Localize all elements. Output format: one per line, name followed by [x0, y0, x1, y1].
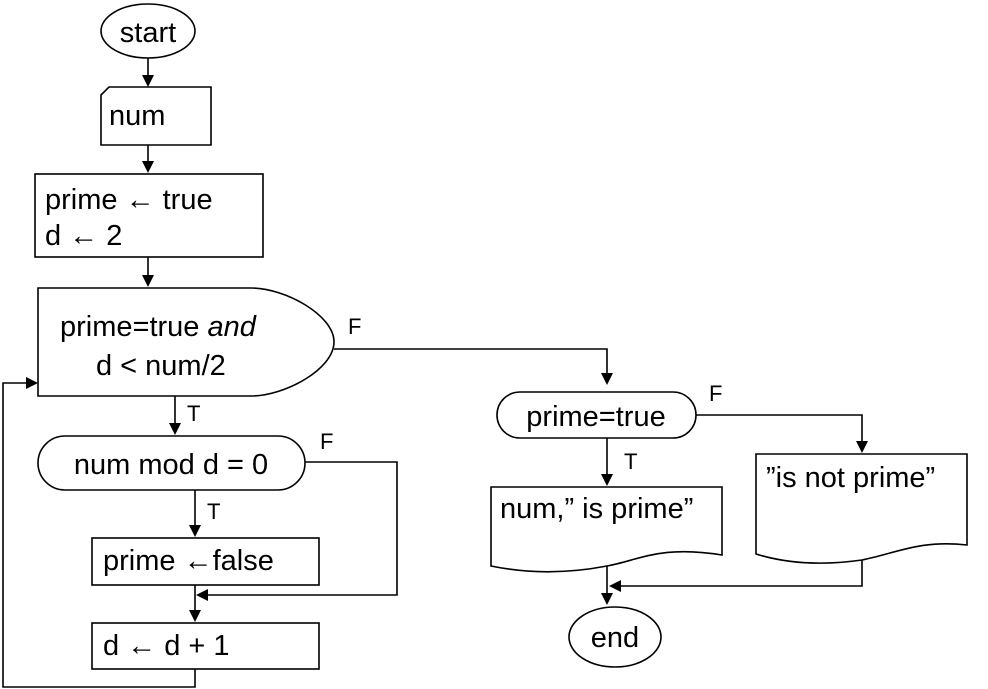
output-not-prime-label: ”is not prime”: [766, 462, 935, 494]
edge-label-loop-false: F: [348, 314, 361, 339]
connector-loop-back: [2, 382, 196, 688]
increment-node: d ← d + 1: [91, 622, 320, 670]
connector-loop-false: [334, 348, 608, 375]
edge-labels: F T F T F T: [187, 314, 722, 524]
set-false-node: prime ←false: [91, 537, 320, 586]
loop-condition-line-2: d < num/2: [96, 350, 226, 382]
arrowhead: [609, 580, 621, 592]
arrowhead: [601, 474, 613, 486]
end-node: end: [568, 606, 662, 668]
arrowhead: [142, 161, 154, 173]
arrowhead: [196, 589, 208, 601]
arrowhead: [189, 525, 201, 537]
output-is-prime-node: num,” is prime”: [490, 486, 723, 573]
edge-label-prime-true: T: [624, 449, 637, 474]
arrowhead: [601, 373, 613, 385]
connector-mod-false: [206, 461, 398, 596]
output-is-prime-label: num,” is prime”: [500, 493, 693, 525]
edge-label-loop-true: T: [187, 401, 200, 426]
edge-label-mod-true: T: [207, 499, 220, 524]
init-process-node: prime ← true d ← 2: [34, 173, 264, 258]
connectors: [2, 58, 868, 688]
connector-prime-false: [696, 414, 863, 443]
arrowhead: [26, 377, 38, 389]
set-false-label: prime ←false: [103, 545, 274, 577]
end-label: end: [591, 622, 639, 654]
mod-check-label: num mod d = 0: [74, 449, 268, 481]
loop-condition-node: prime=true and d < num/2: [37, 287, 335, 397]
arrowhead: [189, 610, 201, 622]
edge-label-prime-false: F: [709, 381, 722, 406]
prime-check-label: prime=true: [526, 401, 665, 433]
arrowhead: [142, 275, 154, 287]
init-line-2: d ← 2: [45, 220, 122, 252]
connector-notprime-join: [619, 560, 863, 587]
loop-condition-and: and: [207, 311, 256, 343]
mod-check-node: num mod d = 0: [37, 435, 306, 491]
prime-check-node: prime=true: [496, 391, 697, 439]
start-label: start: [120, 17, 176, 49]
arrowhead: [856, 441, 868, 453]
arrowhead: [169, 423, 181, 435]
increment-label: d ← d + 1: [103, 630, 230, 662]
loop-condition-text: prime=true: [60, 311, 207, 343]
arrowhead: [601, 593, 613, 605]
input-node: num: [100, 86, 212, 146]
start-node: start: [100, 3, 196, 59]
init-line-1: prime ← true: [45, 184, 213, 216]
output-not-prime-node: ”is not prime”: [755, 453, 968, 564]
input-label: num: [109, 100, 165, 132]
edge-label-mod-false: F: [320, 429, 333, 454]
arrowhead: [142, 75, 154, 87]
loop-condition-line-1: prime=true and: [60, 311, 257, 343]
